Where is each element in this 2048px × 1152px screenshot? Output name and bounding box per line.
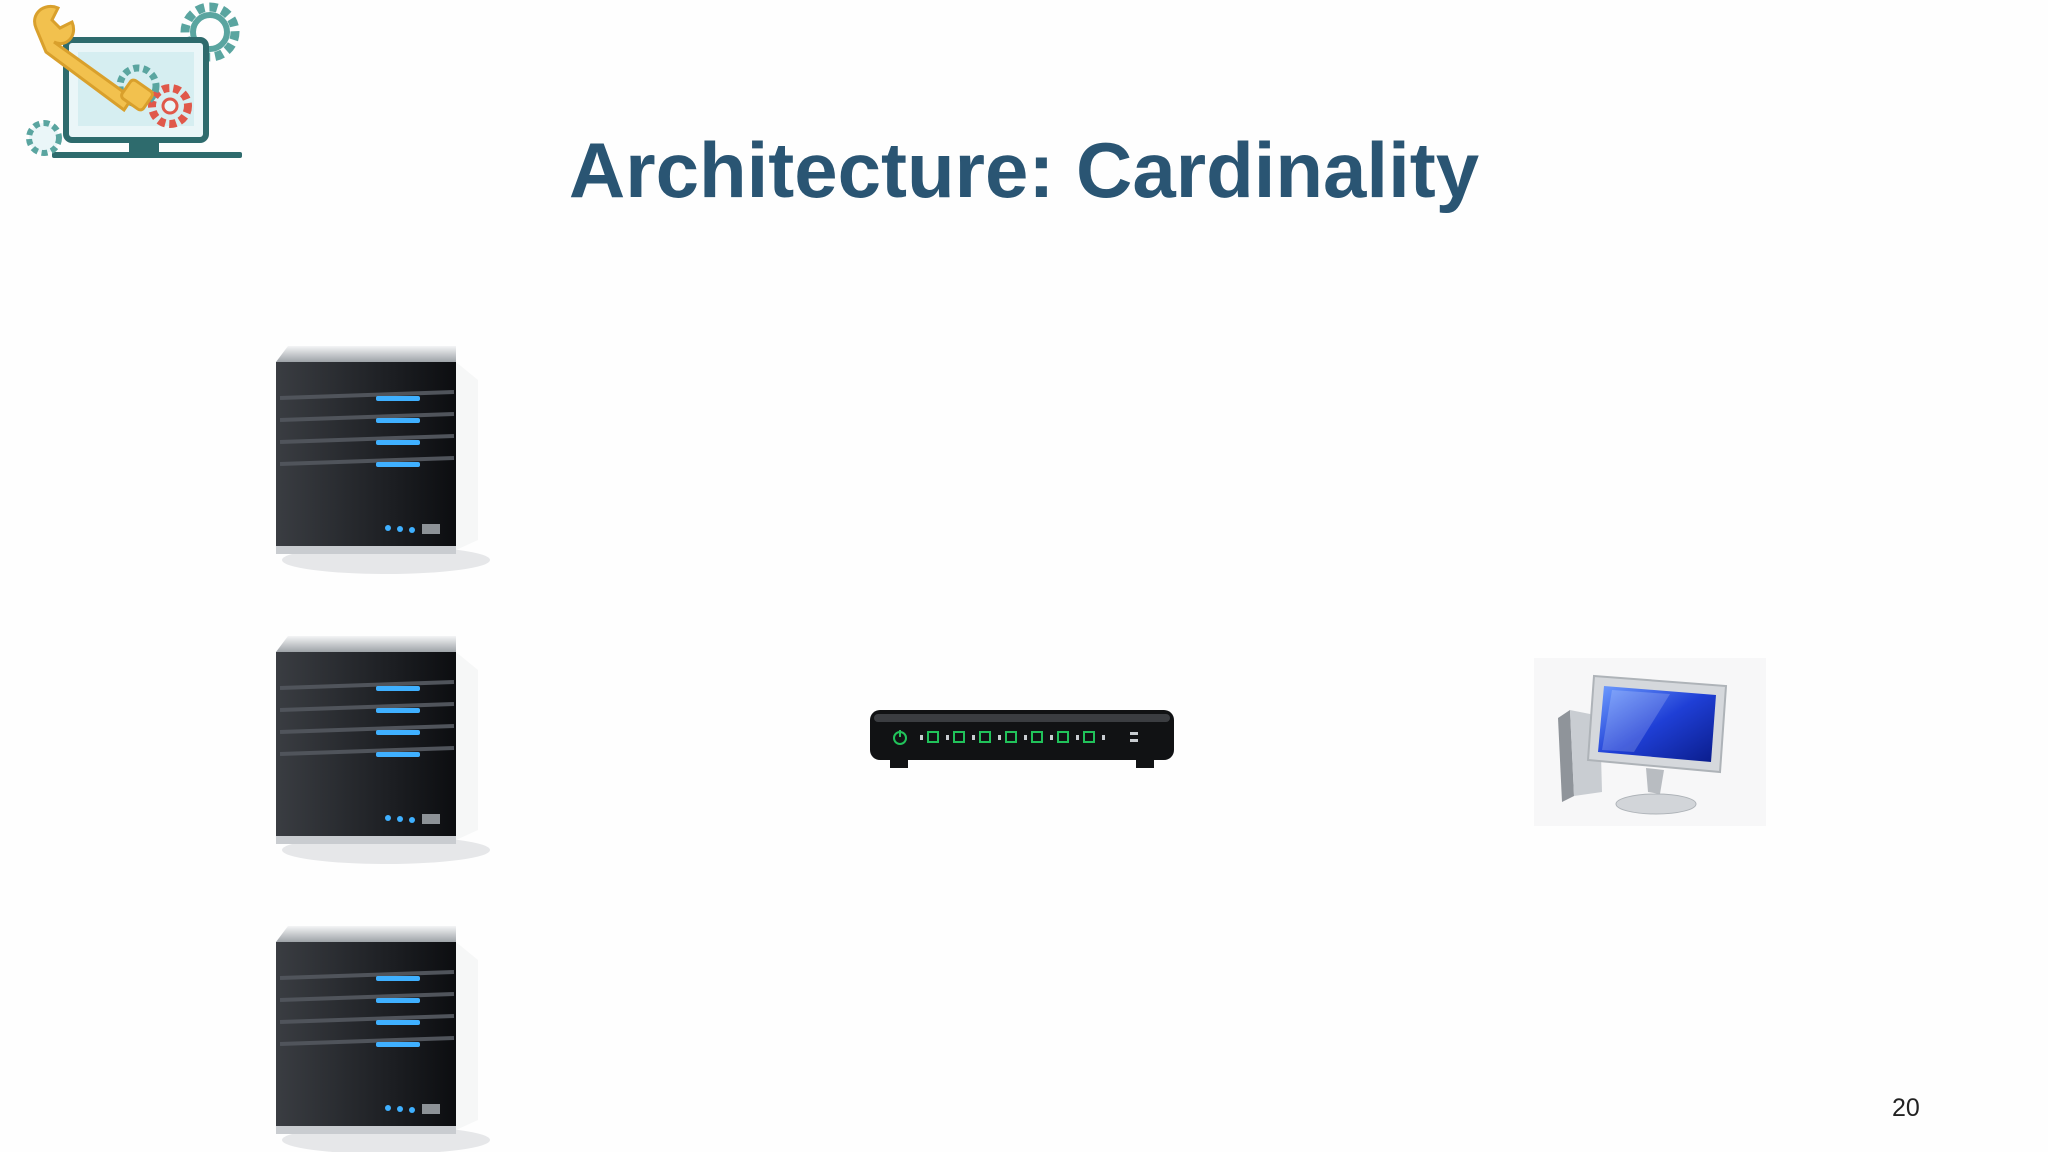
wrench-icon bbox=[33, 5, 154, 113]
network-switch-icon bbox=[870, 710, 1174, 768]
page-number: 20 bbox=[1892, 1094, 1920, 1122]
server-tower-icon bbox=[276, 926, 490, 1152]
server-tower-icon bbox=[276, 346, 490, 574]
teal-gear-icon bbox=[180, 2, 240, 62]
slide-title: Architecture: Cardinality bbox=[568, 126, 1480, 214]
settings-logo-icon bbox=[26, 2, 242, 158]
desktop-computer-icon bbox=[1534, 658, 1766, 826]
small-gear-icon bbox=[26, 120, 62, 156]
red-gear-icon bbox=[148, 84, 192, 128]
server-tower-icon bbox=[276, 636, 490, 864]
